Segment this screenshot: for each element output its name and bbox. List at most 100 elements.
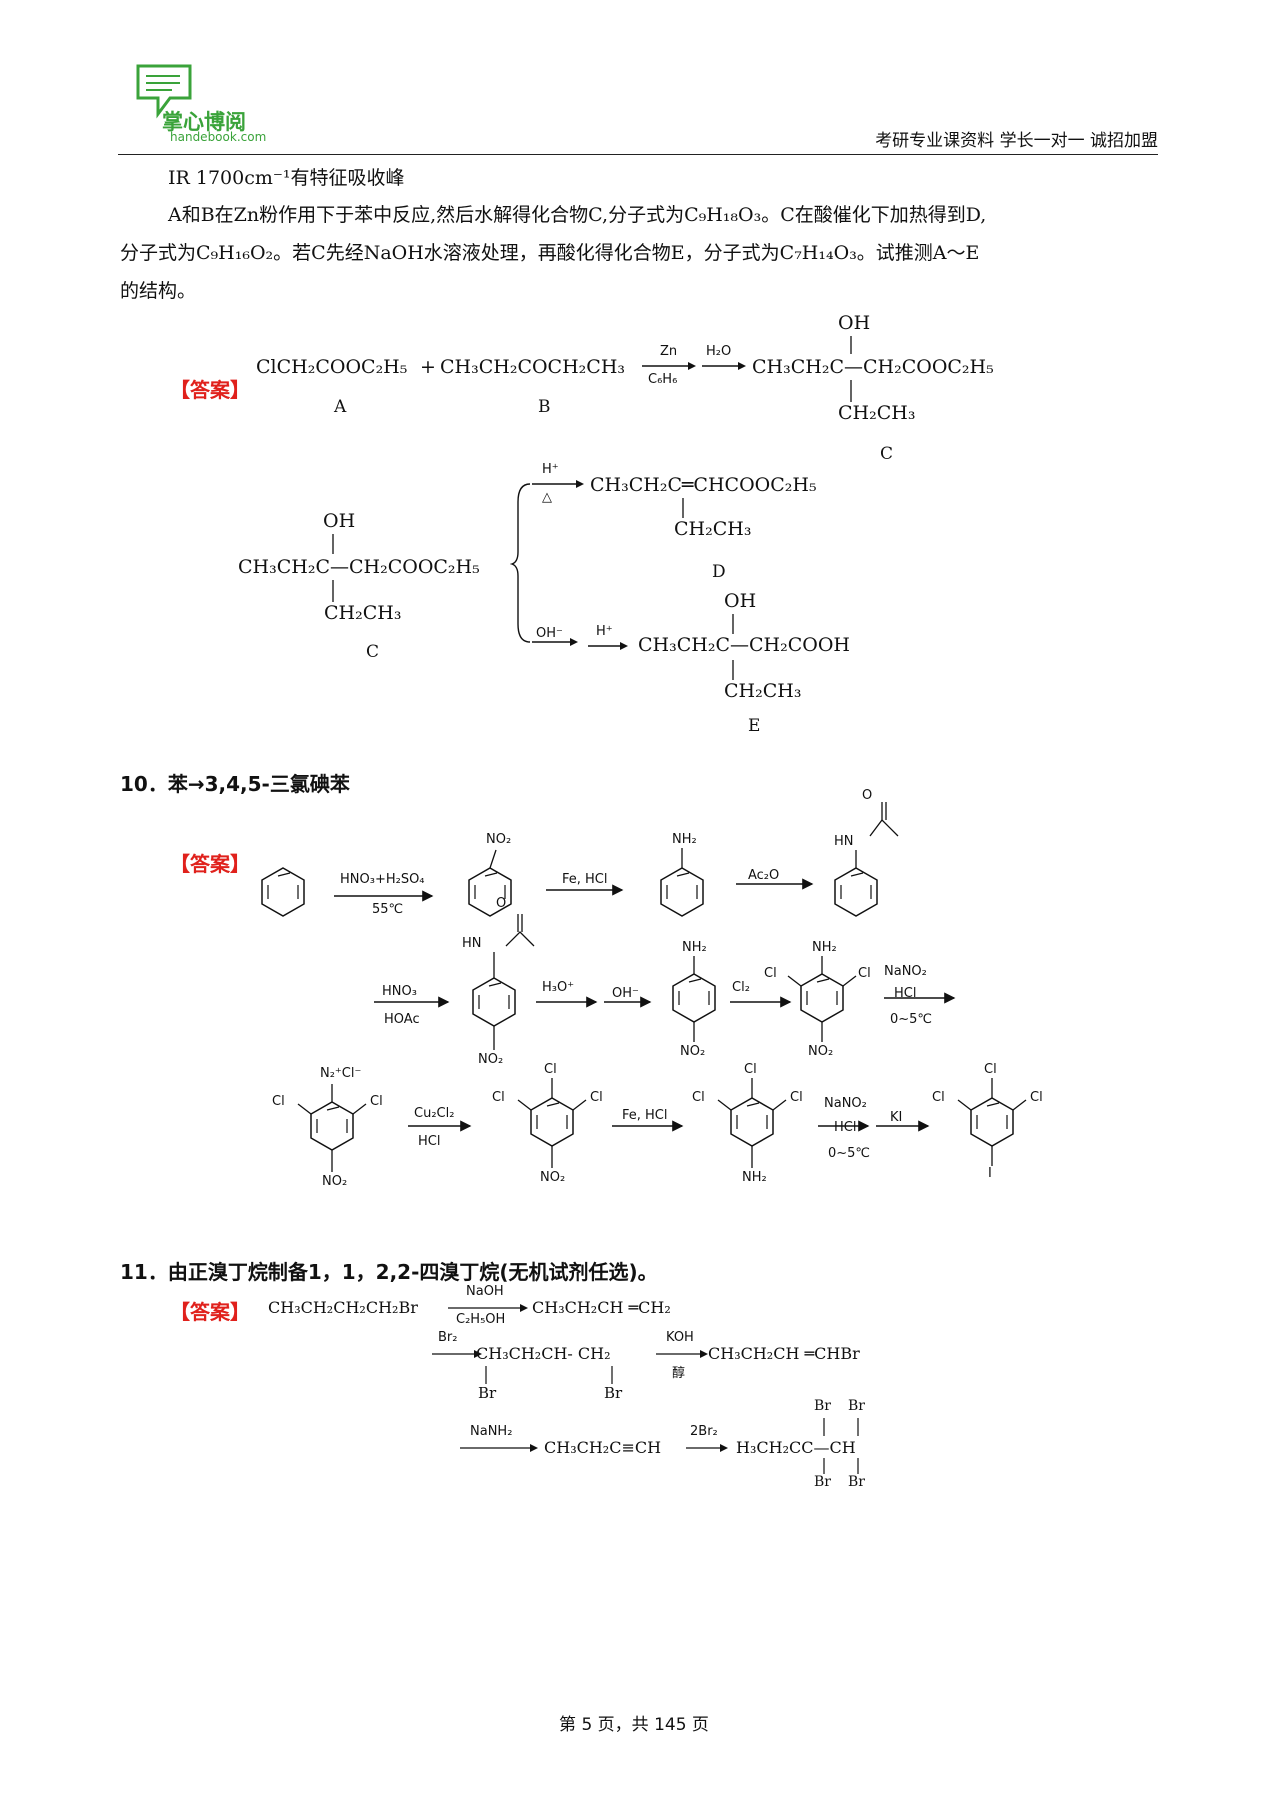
- logo: [128, 62, 278, 142]
- amino-label-3: NH₂: [812, 940, 837, 955]
- reactant-b: CH₃CH₂COCH₂CH₃: [440, 356, 626, 378]
- chloro-label-2a: Cl: [272, 1094, 285, 1109]
- compound-e-main: CH₃CH₂C—CH₂COOH: [638, 634, 850, 656]
- label-c2: C: [366, 642, 380, 662]
- header-divider: [118, 154, 1158, 155]
- reagent-2br2: 2Br₂: [690, 1424, 718, 1439]
- bromobutene: CH₃CH₂CH ═CHBr: [708, 1344, 860, 1363]
- reagent-cucl: Cu₂Cl₂: [414, 1106, 455, 1121]
- label-d: D: [712, 562, 726, 582]
- dibromide-br-1: Br: [478, 1384, 497, 1402]
- reagent-hcl-3: HCl: [834, 1120, 857, 1135]
- reagent-fe-hcl-2: Fe, HCl: [622, 1108, 668, 1123]
- solvent-benzene: C₆H₆: [648, 372, 678, 387]
- reactant-a: ClCH₂COOC₂H₅: [256, 356, 408, 378]
- compound-d-branch: CH₂CH₃: [674, 518, 752, 540]
- reagent-fe-hcl: Fe, HCl: [562, 872, 608, 887]
- base-reagent: OH⁻: [536, 626, 563, 641]
- question-11-title: 11．由正溴丁烷制备1，1，2,2-四溴丁烷(无机试剂任选)。: [120, 1260, 658, 1284]
- reagent-ac2o: Ac₂O: [748, 868, 780, 883]
- solvent-ethanol: C₂H₅OH: [456, 1312, 506, 1327]
- diazonium-label: N₂⁺Cl⁻: [320, 1066, 362, 1081]
- c-bonds: [850, 336, 852, 402]
- but-1-ene: CH₃CH₂CH ═CH₂: [532, 1298, 671, 1317]
- trichloroiodobenzene-ring: [970, 1097, 1014, 1147]
- tetrabromobutane: H₃CH₂CC—CH: [736, 1438, 856, 1457]
- chloro-label-3a: Cl: [544, 1062, 557, 1077]
- nitroacetanilide-ring: [472, 977, 516, 1027]
- reagent-zn: Zn: [660, 344, 678, 359]
- acetanilide-ring: [834, 867, 878, 917]
- logo-url: handebook.com: [170, 130, 267, 144]
- arrow-elimination: [448, 1304, 528, 1312]
- carbonyl-o-1: O: [862, 788, 873, 803]
- e-hydroxyl: OH: [724, 590, 757, 612]
- dibromide-bonds: [485, 1366, 613, 1384]
- trichloroaniline-ring: [730, 1097, 774, 1147]
- question-10-title: 10．苯→3,4,5-三氯碘苯: [120, 772, 350, 796]
- chloro-label-3b: Cl: [492, 1090, 505, 1105]
- amino-label-4: NH₂: [742, 1170, 767, 1185]
- chloro-label-4c: Cl: [790, 1090, 803, 1105]
- question-paragraph-3: 的结构。: [120, 280, 197, 302]
- reagent-cl2: Cl₂: [732, 980, 750, 995]
- reagent-hcl-2: HCl: [418, 1134, 441, 1149]
- dichloronitroaniline-ring: [800, 973, 844, 1023]
- reagent-nano2-2: NaNO₂: [824, 1096, 867, 1111]
- product-br-4: Br: [848, 1474, 865, 1490]
- reaction-arrows-1: [642, 362, 746, 370]
- c-hydroxyl: OH: [838, 312, 871, 334]
- diazonium-ring: [310, 1101, 354, 1151]
- page-number: 第 5 页，共 145 页: [559, 1715, 709, 1735]
- temp-05-2: 0~5℃: [828, 1146, 871, 1161]
- compound-d-main: CH₃CH₂C═CHCOOC₂H₅: [590, 474, 817, 496]
- temp-05-1: 0~5℃: [890, 1012, 933, 1027]
- label-e: E: [748, 716, 761, 736]
- answer-label-q9: 【答案】: [170, 378, 250, 402]
- carbonyl-o-2: O: [496, 896, 507, 911]
- trichloronitrobenzene-ring: [530, 1097, 574, 1147]
- reagent-nano2-1: NaNO₂: [884, 964, 927, 979]
- product-br-1: Br: [814, 1398, 831, 1414]
- label-c: C: [880, 444, 894, 464]
- arrow-addition: [686, 1444, 728, 1452]
- chloro-label-3c: Cl: [590, 1090, 603, 1105]
- iodo-label: I: [988, 1166, 992, 1181]
- reagent-hcl-1: HCl: [894, 986, 917, 1001]
- synthesis-scheme-q10: [261, 802, 1027, 1172]
- reagent-koh: KOH: [666, 1330, 694, 1345]
- hn-label-2: HN: [462, 936, 482, 951]
- nitro-label-5: NO₂: [322, 1174, 348, 1189]
- ir-line: IR 1700cm⁻¹有特征吸收峰: [168, 167, 405, 189]
- arrow-amide-elimination: [460, 1444, 538, 1452]
- product-br-2: Br: [848, 1398, 865, 1414]
- solvent-alcohol: 醇: [672, 1366, 686, 1381]
- dibromide-br-2: Br: [604, 1384, 623, 1402]
- reagent-hno3: HNO₃: [382, 984, 417, 999]
- arrow-bromination: [432, 1350, 482, 1358]
- chloro-label-4a: Cl: [744, 1062, 757, 1077]
- nitro-label-3: NO₂: [680, 1044, 706, 1059]
- chloro-label-1a: Cl: [764, 966, 777, 981]
- heat-symbol: △: [542, 490, 552, 505]
- acid-catalyst: H⁺: [542, 462, 559, 477]
- nitro-label-4: NO₂: [808, 1044, 834, 1059]
- compound-c2-branch: CH₂CH₃: [324, 602, 402, 624]
- question-paragraph-1: A和B在Zn粉作用下于苯中反应,然后水解得化合物C,分子式为C₉H₁₈O₃。C在…: [168, 204, 987, 226]
- label-b: B: [538, 397, 551, 417]
- reagent-ki: KI: [890, 1110, 903, 1125]
- dibromobutane: CH₃CH₂CH- CH₂: [476, 1344, 611, 1363]
- reagent-water: H₂O: [706, 344, 732, 359]
- reagent-h3o: H₃O⁺: [542, 980, 575, 995]
- acidify-arrow: [588, 642, 628, 650]
- e-bonds: [732, 614, 734, 680]
- d-bond: [682, 498, 684, 518]
- chloro-label-5c: Cl: [1030, 1090, 1043, 1105]
- compound-c-main: CH₃CH₂C—CH₂COOC₂H₅: [752, 356, 994, 378]
- header-tagline: 考研专业课资料 学长一对一 诚招加盟: [875, 131, 1158, 151]
- chloro-label-4b: Cl: [692, 1090, 705, 1105]
- reagent-nitration: HNO₃+H₂SO₄: [340, 872, 425, 887]
- chloro-label-5b: Cl: [932, 1090, 945, 1105]
- compound-e-branch: CH₂CH₃: [724, 680, 802, 702]
- arrow-dehydrobromination: [656, 1350, 708, 1358]
